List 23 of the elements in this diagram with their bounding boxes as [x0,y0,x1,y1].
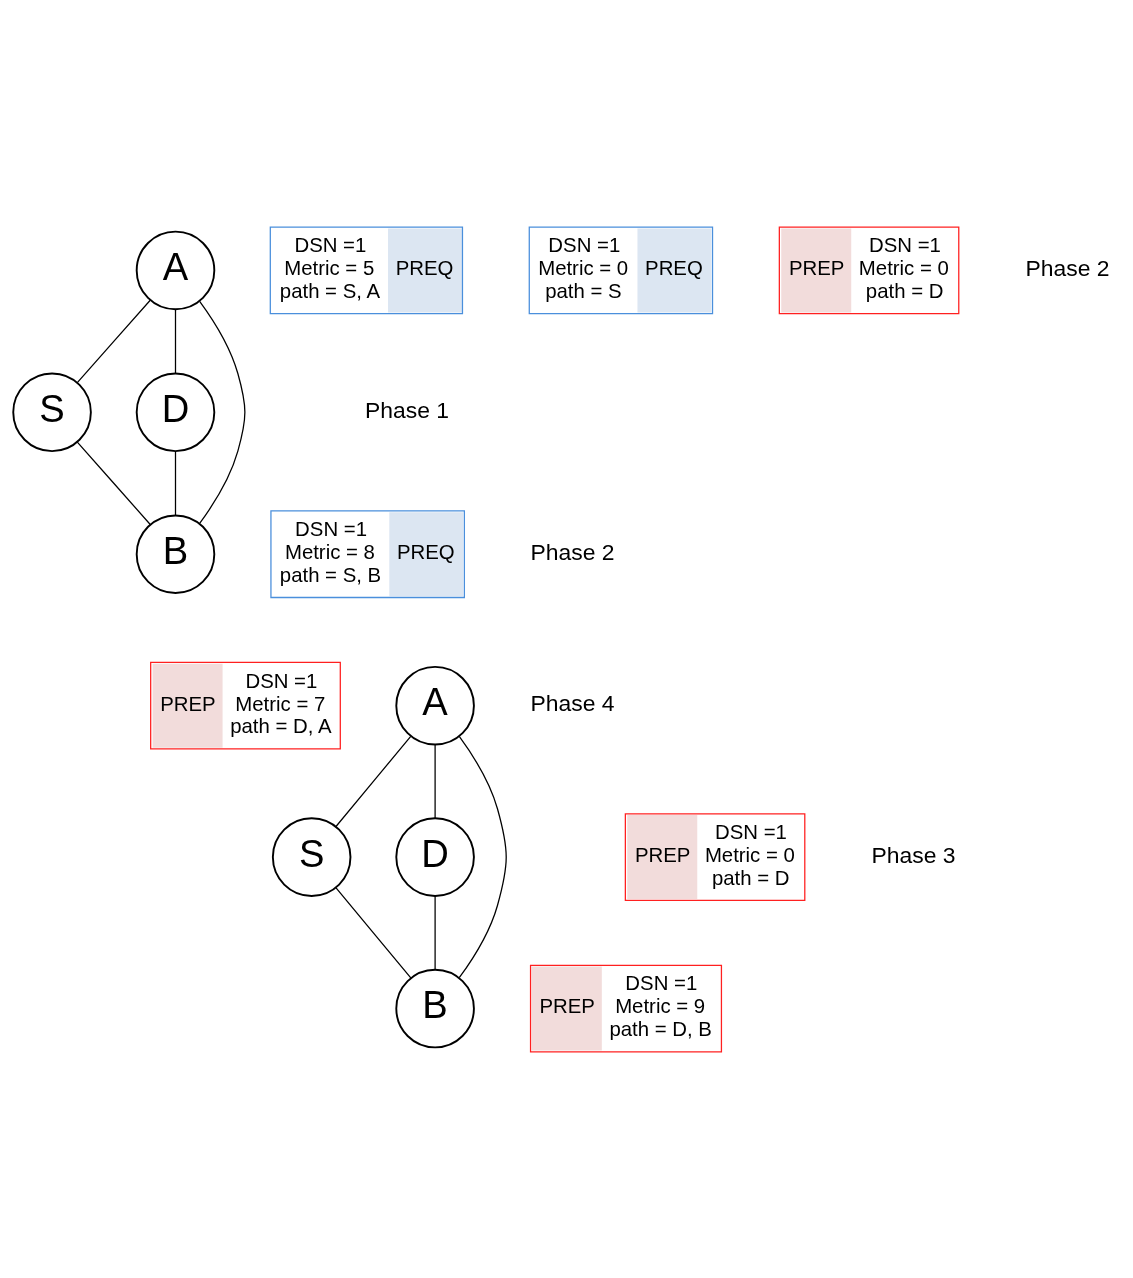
connector [199,300,246,524]
label: Phase 4 [530,689,615,716]
connector [335,886,412,979]
node-circle: B [395,968,475,1048]
connector [434,894,436,970]
label: Phase 2 [530,538,615,565]
connector [174,308,177,374]
node-circle: B [135,513,216,594]
connector [76,441,151,525]
node-circle: A [135,230,216,310]
node-circle: A [395,665,475,745]
label: Phase 2 [1025,254,1110,281]
node-circle: S [271,816,352,897]
connector [174,450,177,516]
node-circle: D [135,372,216,452]
label: Phase 3 [871,841,956,868]
label: Phase 1 [365,396,450,423]
connector [434,743,436,819]
connector [335,735,412,827]
node-circle: S [12,372,92,452]
connector [76,299,151,383]
node-circle: D [395,816,475,897]
connector [458,735,507,978]
